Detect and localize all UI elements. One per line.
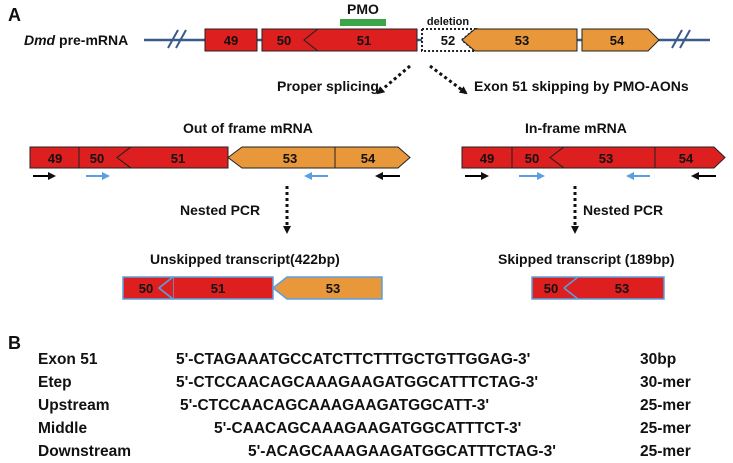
sequence-text: 5'-CTAGAAATGCCATCTTCTTTGCTGTTGGAG-3' — [176, 351, 531, 368]
exon-50-pre: 50 — [261, 28, 320, 52]
sequence-text: 5'-CTCCAACAGCAAAGAAGATGGCATT-3' — [180, 397, 490, 414]
exon-51-pre: 51 — [303, 28, 418, 52]
svg-text:50: 50 — [544, 281, 558, 296]
svg-text:49: 49 — [48, 151, 62, 166]
pmo-bar — [340, 19, 386, 26]
in-frame-mrna: 49 50 53 54 — [461, 146, 726, 169]
unskipped-transcript: 50 51 53 — [122, 276, 383, 300]
svg-text:53: 53 — [599, 151, 613, 166]
sequence-row-downstream: Downstream 5'-ACAGCAAAGAAGATGGCATTTCTAG-… — [0, 443, 733, 463]
svg-text:54: 54 — [679, 151, 694, 166]
sequence-row-exon51: Exon 51 5'-CTAGAAATGCCATCTTCTTTGCTGTTGGA… — [0, 351, 733, 371]
sequence-name: Downstream — [38, 443, 132, 460]
exon-54-pre: 54 — [581, 28, 660, 52]
sequence-text: 5'-CTCCAACAGCAAAGAAGATGGCATTTCTAG-3' — [176, 374, 539, 391]
sequence-length: 25-mer — [640, 420, 691, 437]
svg-text:53: 53 — [326, 281, 340, 296]
sequence-length: 25-mer — [640, 443, 691, 460]
sequence-length: 30bp — [640, 351, 677, 368]
intron-break-left — [167, 29, 187, 49]
svg-text:50: 50 — [90, 151, 104, 166]
svg-text:53: 53 — [615, 281, 629, 296]
svg-text:50: 50 — [139, 281, 153, 296]
svg-text:49: 49 — [224, 33, 238, 48]
exon-53-pre: 53 — [461, 28, 578, 52]
skipped-transcript-title: Skipped transcript (189bp) — [498, 251, 675, 267]
svg-text:52: 52 — [441, 33, 455, 48]
proper-splicing-label: Proper splicing — [277, 78, 379, 94]
gene-rest: pre-mRNA — [55, 32, 128, 48]
unskipped-transcript-title: Unskipped transcript(422bp) — [150, 251, 340, 267]
sequence-name: Upstream — [38, 397, 110, 414]
sequence-length: 30-mer — [640, 374, 691, 391]
sequence-name: Etep — [38, 374, 72, 391]
skipping-label: Exon 51 skipping by PMO-AONs — [474, 78, 689, 94]
sequence-text: 5'-CAACAGCAAAGAAGATGGCATTTCT-3' — [214, 420, 522, 437]
intron-break-right — [671, 29, 691, 49]
svg-text:50: 50 — [525, 151, 539, 166]
sequence-row-etep: Etep 5'-CTCCAACAGCAAAGAAGATGGCATTTCTAG-3… — [0, 374, 733, 394]
svg-text:51: 51 — [171, 151, 185, 166]
sequence-name: Middle — [38, 420, 88, 437]
nested-pcr-label-left: Nested PCR — [180, 202, 260, 218]
sequence-row-middle: Middle 5'-CAACAGCAAAGAAGATGGCATTTCT-3' 2… — [0, 420, 733, 440]
splicing-arrow-right — [429, 64, 468, 95]
svg-text:53: 53 — [283, 151, 297, 166]
skipped-transcript: 50 53 — [531, 276, 665, 300]
sequence-text: 5'-ACAGCAAAGAAGATGGCATTTCTAG-3' — [248, 443, 556, 460]
panel-a-label: A — [8, 5, 21, 25]
svg-text:54: 54 — [361, 151, 376, 166]
gene-title: Dmd pre-mRNA — [24, 32, 128, 48]
panel-b-label: B — [8, 333, 21, 353]
out-of-frame-mrna: 49 50 51 53 54 — [29, 146, 411, 169]
sequence-name: Exon 51 — [38, 351, 98, 368]
svg-text:51: 51 — [211, 281, 225, 296]
exon-52-deleted: 52 — [421, 28, 478, 52]
sequence-row-upstream: Upstream 5'-CTCCAACAGCAAAGAAGATGGCATT-3'… — [0, 397, 733, 417]
sequence-length: 25-mer — [640, 397, 691, 414]
out-of-frame-title: Out of frame mRNA — [183, 120, 313, 136]
svg-text:51: 51 — [357, 33, 371, 48]
svg-text:49: 49 — [480, 151, 494, 166]
svg-text:54: 54 — [610, 33, 625, 48]
gene-name: Dmd — [24, 32, 56, 48]
in-frame-title: In-frame mRNA — [525, 120, 627, 136]
splicing-arrow-left — [376, 64, 411, 95]
exon-49-pre: 49 — [204, 28, 258, 52]
svg-text:50: 50 — [277, 33, 291, 48]
nested-pcr-label-right: Nested PCR — [583, 202, 663, 218]
svg-text:53: 53 — [515, 33, 529, 48]
deletion-label: deletion — [427, 16, 469, 28]
pmo-label: PMO — [347, 1, 379, 17]
